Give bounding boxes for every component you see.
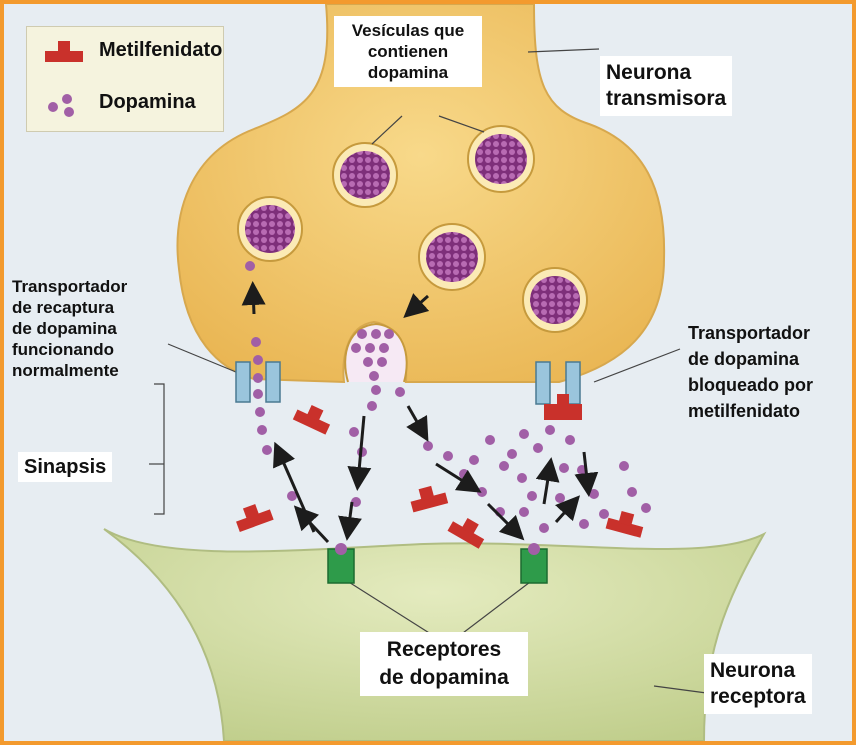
dopamine-legend-icon (48, 94, 74, 117)
vesicles (237, 125, 588, 333)
methylphenidate-legend-icon (45, 41, 83, 62)
legend-methylphenidate-label: Metilfenidato (99, 39, 223, 61)
vesicles-label: Vesículas que contienen dopamina (334, 16, 482, 87)
dopamine-receptors (327, 543, 548, 584)
blocked-transporter-label: Transportador de dopamina bloqueado por … (688, 323, 813, 421)
synapse-label: Sinapsis (18, 452, 113, 482)
receptors-label: Receptores de dopamina (360, 632, 528, 696)
blocked-transporter (535, 361, 582, 420)
methylphenidate-molecules (236, 405, 644, 549)
flow-arrows (241, 281, 599, 544)
legend-dopamine-label: Dopamina (99, 91, 196, 113)
receiving-neuron-label: Neurona receptora (704, 654, 812, 714)
legend: Metilfenidato Dopamina (26, 26, 224, 132)
transmitting-neuron-label: Neurona transmisora (600, 56, 733, 116)
reuptake-transporter (235, 361, 281, 403)
reuptake-transporter-label: Transportador de recaptura de dopamina f… (12, 276, 128, 381)
